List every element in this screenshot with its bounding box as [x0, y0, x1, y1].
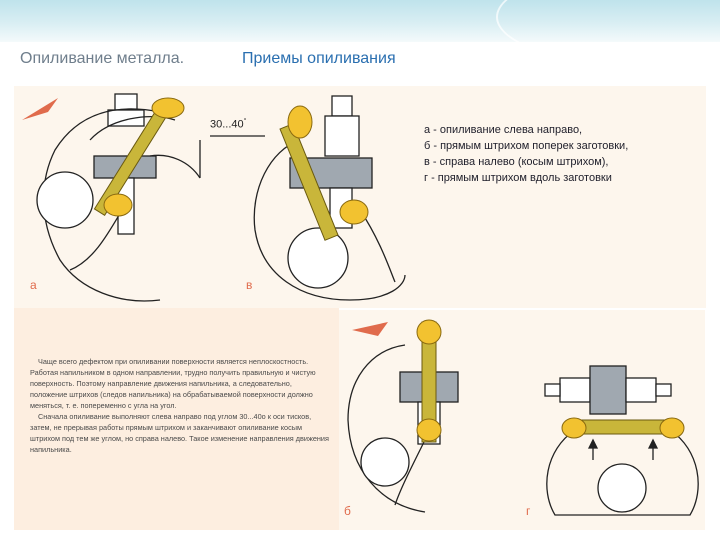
- slide-subtitle: Приемы опиливания: [242, 50, 396, 67]
- header-decoration: [496, 0, 720, 42]
- legend-item: а - опиливание слева направо,: [424, 124, 583, 136]
- legend-item: г - прямым штрихом вдоль заготовки: [424, 172, 612, 184]
- figure-letter-a: а: [30, 278, 37, 292]
- angle-label: 30...40°: [210, 118, 247, 131]
- figure-letter-b: б: [344, 504, 351, 518]
- paragraph: Чаще всего дефектом при опиливании повер…: [30, 357, 316, 410]
- legend-item: б - прямым штрихом поперек заготовки,: [424, 140, 629, 152]
- paragraph: Сначала опиливание выполняют слева напра…: [30, 412, 329, 454]
- text-panel: [14, 308, 339, 530]
- slide-header-band: [0, 0, 720, 42]
- legend: а - опиливание слева направо, б - прямым…: [424, 122, 706, 186]
- description-text: Чаще всего дефектом при опиливании повер…: [30, 356, 330, 455]
- figure-letter-v: в: [246, 278, 253, 292]
- figure-letter-g: г: [526, 504, 531, 518]
- legend-item: в - справа налево (косым штрихом),: [424, 156, 609, 168]
- slide-title: Опиливание металла.: [20, 50, 185, 67]
- legend-panel: [422, 86, 706, 308]
